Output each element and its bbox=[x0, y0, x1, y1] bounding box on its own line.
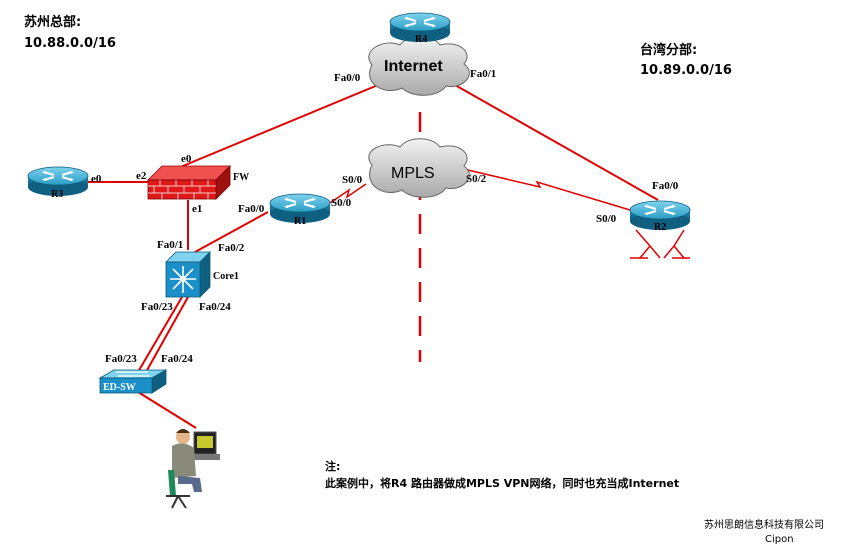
port-core-fa02: Fa0/2 bbox=[218, 242, 245, 254]
r3-label: R3 bbox=[51, 189, 63, 200]
mpls-cloud: MPLS bbox=[368, 138, 470, 198]
port-r1-s00-a: S0/0 bbox=[342, 174, 363, 186]
port-sw-fa023: Fa0/23 bbox=[105, 353, 137, 365]
link-edsw-pc bbox=[137, 391, 197, 429]
switch-core1: Core1 bbox=[165, 251, 239, 298]
link-r4-r2 bbox=[454, 84, 659, 201]
link-r1-core1 bbox=[194, 211, 269, 253]
link-mpls-r2-serial bbox=[454, 166, 631, 211]
internet-cloud: Internet bbox=[368, 36, 470, 96]
port-core-fa023: Fa0/23 bbox=[141, 301, 173, 313]
port-r1-s00-b: S0/0 bbox=[331, 197, 352, 209]
r4-label: R4 bbox=[415, 34, 427, 45]
site-suzhou-name: 苏州总部: bbox=[24, 14, 81, 30]
workstation-user-icon bbox=[166, 429, 220, 509]
port-r2-fa00: Fa0/0 bbox=[652, 180, 679, 192]
router-r1: R1 bbox=[269, 193, 331, 227]
port-r4-fa01: Fa0/1 bbox=[470, 68, 496, 80]
r1-label: R1 bbox=[294, 216, 306, 227]
router-r3: R3 bbox=[27, 166, 89, 200]
r2-label: R2 bbox=[654, 222, 666, 233]
note-title: 注: bbox=[325, 459, 340, 473]
port-fw-e0: e0 bbox=[181, 153, 192, 165]
fw-label: FW bbox=[233, 172, 249, 183]
firewall-fw: FW bbox=[147, 165, 249, 200]
link-r1-mpls-serial bbox=[329, 183, 367, 204]
edsw-label: ED-SW bbox=[103, 382, 136, 393]
switch-edsw: ED-SW bbox=[98, 369, 168, 394]
link-r4-fw bbox=[177, 84, 379, 169]
router-r2: R2 bbox=[629, 200, 691, 259]
note-text: 此案例中，将R4 路由器做成MPLS VPN网络，同时也充当成Internet bbox=[325, 476, 679, 490]
site-taiwan-name: 台湾分部: bbox=[640, 42, 697, 58]
port-core-fa01: Fa0/1 bbox=[157, 239, 183, 251]
port-sw-fa024: Fa0/24 bbox=[161, 353, 193, 365]
mpls-label: MPLS bbox=[391, 165, 435, 182]
site-suzhou-subnet: 10.88.0.0/16 bbox=[24, 36, 116, 51]
link-core1-edsw-a bbox=[137, 296, 183, 373]
core1-label: Core1 bbox=[213, 271, 239, 282]
router-r4: R4 bbox=[389, 12, 451, 45]
site-taiwan-subnet: 10.89.0.0/16 bbox=[640, 63, 732, 78]
port-r3-e0: e0 bbox=[91, 173, 102, 185]
internet-label: Internet bbox=[384, 58, 443, 75]
port-fw-e2: e2 bbox=[136, 170, 147, 182]
port-r1-fa00: Fa0/0 bbox=[238, 203, 265, 215]
link-core1-edsw-b bbox=[145, 296, 189, 373]
footer-author: Cipon bbox=[765, 534, 794, 545]
footer-company: 苏州思朗信息科技有限公司 bbox=[704, 518, 824, 531]
port-fw-e1: e1 bbox=[192, 203, 202, 215]
port-core-fa024: Fa0/24 bbox=[199, 301, 231, 313]
port-r2-s00: S0/0 bbox=[596, 213, 617, 225]
port-r4-fa00: Fa0/0 bbox=[334, 72, 361, 84]
port-mpls-s02: S0/2 bbox=[466, 173, 487, 185]
